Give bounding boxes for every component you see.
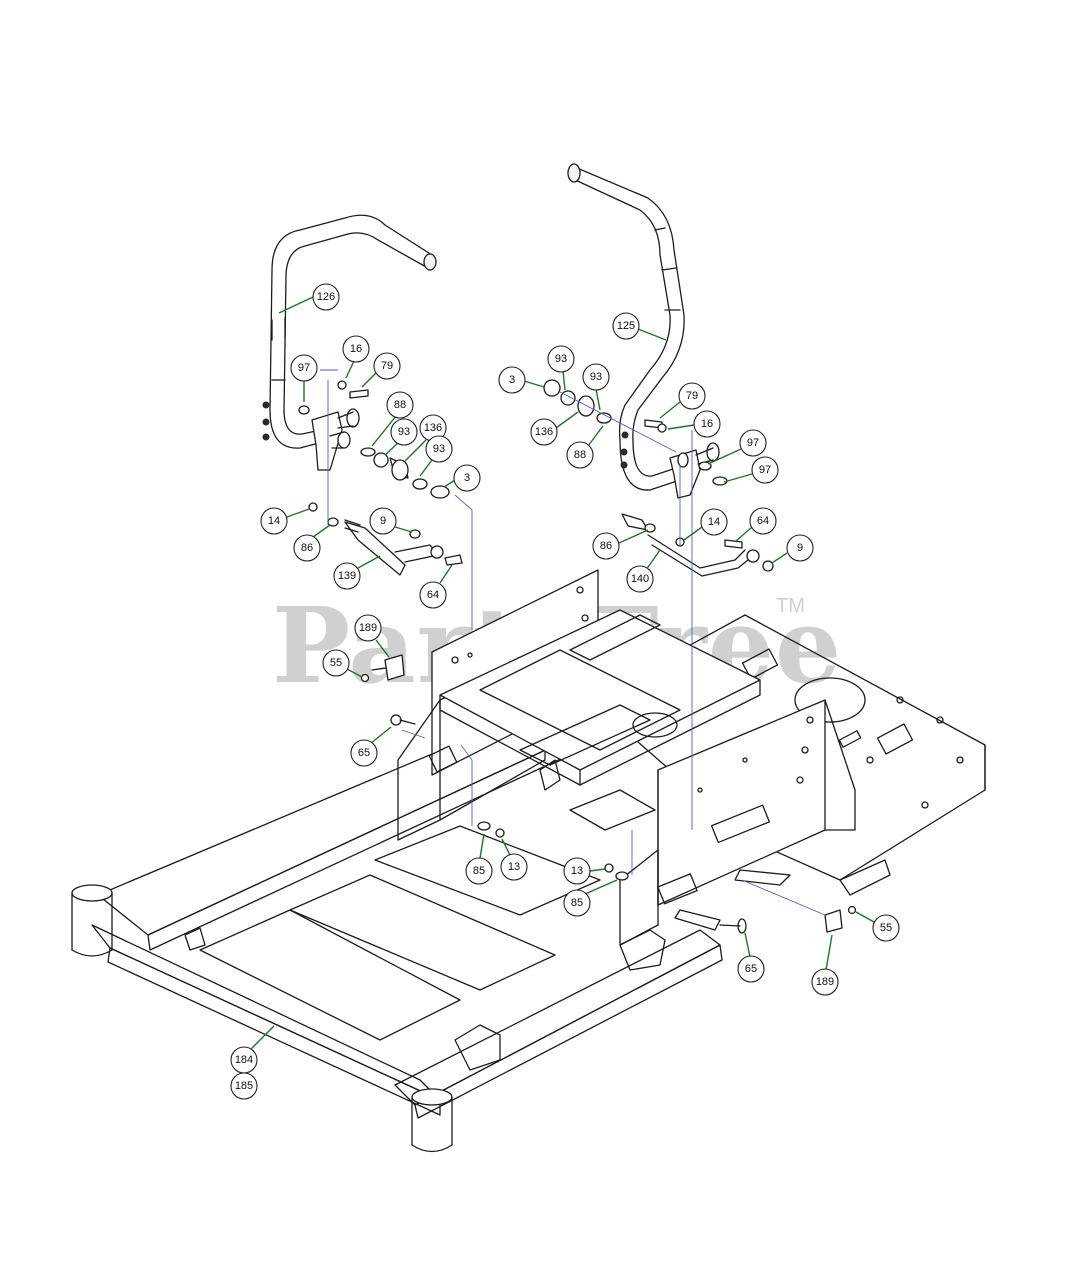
left-pivot-assembly [298,380,463,576]
callout-label: 79 [686,390,698,402]
left-control-handle [262,214,437,449]
callout-79-b[interactable]: 79 [659,382,706,419]
assembly-guide-lines [320,369,826,916]
callout-label: 86 [301,542,313,554]
callout-label: 9 [797,542,803,554]
callout-3-a[interactable]: 3 [443,464,481,492]
callout-86-b[interactable]: 86 [592,529,649,560]
callout-16[interactable]: 16 [342,335,370,379]
callout-88-b[interactable]: 88 [566,425,604,469]
callout-126[interactable]: 126 [278,283,340,314]
callout-label: 97 [747,437,759,449]
callout-label: 3 [509,374,515,386]
callout-9-b[interactable]: 9 [771,534,814,564]
callout-185[interactable]: 185 [230,1072,258,1100]
callout-label: 16 [350,343,362,355]
watermark-trademark: TM [776,595,805,617]
callout-label: 64 [757,515,769,527]
callout-label: 125 [617,320,635,332]
callout-label: 189 [359,622,377,634]
callout-label: 126 [317,291,335,303]
callout-79[interactable]: 79 [361,352,401,388]
callout-14-b[interactable]: 14 [683,508,728,541]
callout-label: 16 [701,418,713,430]
callout-97[interactable]: 97 [290,354,318,402]
callout-label: 97 [759,464,771,476]
callout-189-b[interactable]: 189 [811,934,839,996]
callout-label: 9 [380,515,386,527]
callout-97-b[interactable]: 97 [707,429,767,465]
callout-label: 64 [427,589,439,601]
callout-label: 185 [235,1080,253,1092]
callout-label: 86 [600,540,612,552]
callout-label: 140 [631,573,649,585]
right-side-plate [619,699,856,946]
callout-16-b[interactable]: 16 [667,410,721,438]
callout-14-a[interactable]: 14 [260,507,310,535]
callout-97-c[interactable]: 97 [723,456,779,484]
callout-125[interactable]: 125 [612,312,667,341]
callout-label: 88 [574,449,586,461]
callout-93-c[interactable]: 93 [547,345,575,391]
callout-label: 14 [708,516,720,528]
callout-64-a[interactable]: 64 [419,564,453,609]
callout-label: 93 [398,426,410,438]
callout-189-a[interactable]: 189 [354,614,390,658]
callout-label: 3 [464,472,470,484]
callout-65-b[interactable]: 65 [737,932,765,983]
callout-93-b[interactable]: 93 [419,435,453,477]
callout-label: 189 [816,976,834,988]
callout-136-a[interactable]: 136 [404,414,447,462]
callout-184[interactable]: 184 [230,1025,275,1074]
callout-label: 88 [394,399,406,411]
callout-9-a[interactable]: 9 [369,507,413,535]
callout-label: 85 [571,897,583,909]
callout-93-d[interactable]: 93 [582,363,610,411]
callout-65-a[interactable]: 65 [350,726,392,767]
right-control-handle [567,163,685,491]
callout-93-a[interactable]: 93 [384,418,418,456]
callout-label: 97 [298,362,310,374]
callout-13-a[interactable]: 13 [500,838,528,881]
callout-86-a[interactable]: 86 [293,524,331,562]
callout-label: 13 [571,865,583,877]
callout-label: 65 [745,963,757,975]
callout-label: 13 [508,861,520,873]
cross-members [439,609,761,831]
callout-label: 55 [880,922,892,934]
right-pivot-assembly [543,379,774,577]
callout-55-a[interactable]: 55 [322,649,363,678]
callout-label: 136 [424,422,442,434]
callout-139[interactable]: 139 [333,555,381,590]
callout-label: 85 [473,865,485,877]
callout-64-b[interactable]: 64 [735,507,777,542]
small-hardware [360,654,857,934]
callout-group: 126 97 16 79 88 93 1 [230,283,900,1100]
callout-140[interactable]: 140 [626,549,661,593]
callout-136-b[interactable]: 136 [530,411,579,446]
callout-label: 93 [590,371,602,383]
callout-label: 139 [338,570,356,582]
callout-label: 93 [555,353,567,365]
callout-88[interactable]: 88 [371,391,414,447]
callout-label: 79 [381,360,393,372]
callout-label: 136 [535,426,553,438]
callout-55-b[interactable]: 55 [855,911,900,942]
callout-label: 65 [358,747,370,759]
callout-label: 14 [268,515,280,527]
callout-13-b[interactable]: 13 [563,857,606,885]
main-frame [71,699,723,1153]
callout-label: 55 [330,657,342,669]
callout-85-b[interactable]: 85 [563,879,618,917]
callout-3-b[interactable]: 3 [498,366,545,394]
callout-label: 184 [235,1054,253,1066]
callout-85-a[interactable]: 85 [465,833,493,885]
callout-label: 93 [433,443,445,455]
